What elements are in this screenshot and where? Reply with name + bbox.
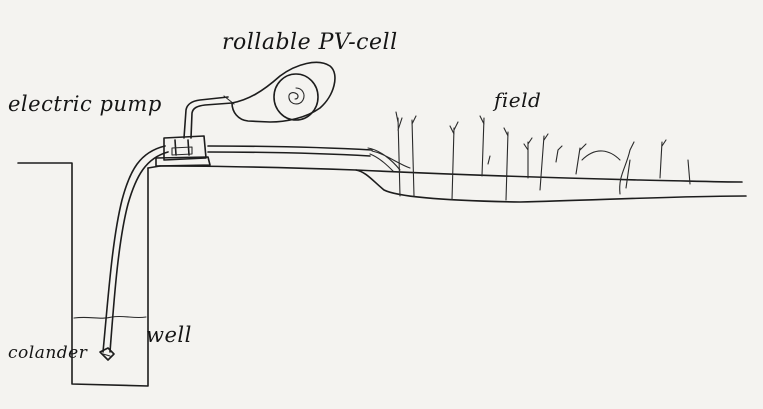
ground-line [159,165,747,203]
field-plants [395,111,691,201]
outlet-hose [207,145,411,173]
well-label: well [146,323,192,347]
colander-shape [99,347,115,361]
pump-label: electric pump [8,92,162,116]
field-label: field [494,88,542,112]
pv-roll [231,61,336,123]
colander-label: colander [8,343,88,363]
pv-cell-label: rollable PV-cell [222,30,398,55]
pump-body [155,135,211,167]
intake-hose [102,145,169,353]
pv-cable [183,95,235,139]
